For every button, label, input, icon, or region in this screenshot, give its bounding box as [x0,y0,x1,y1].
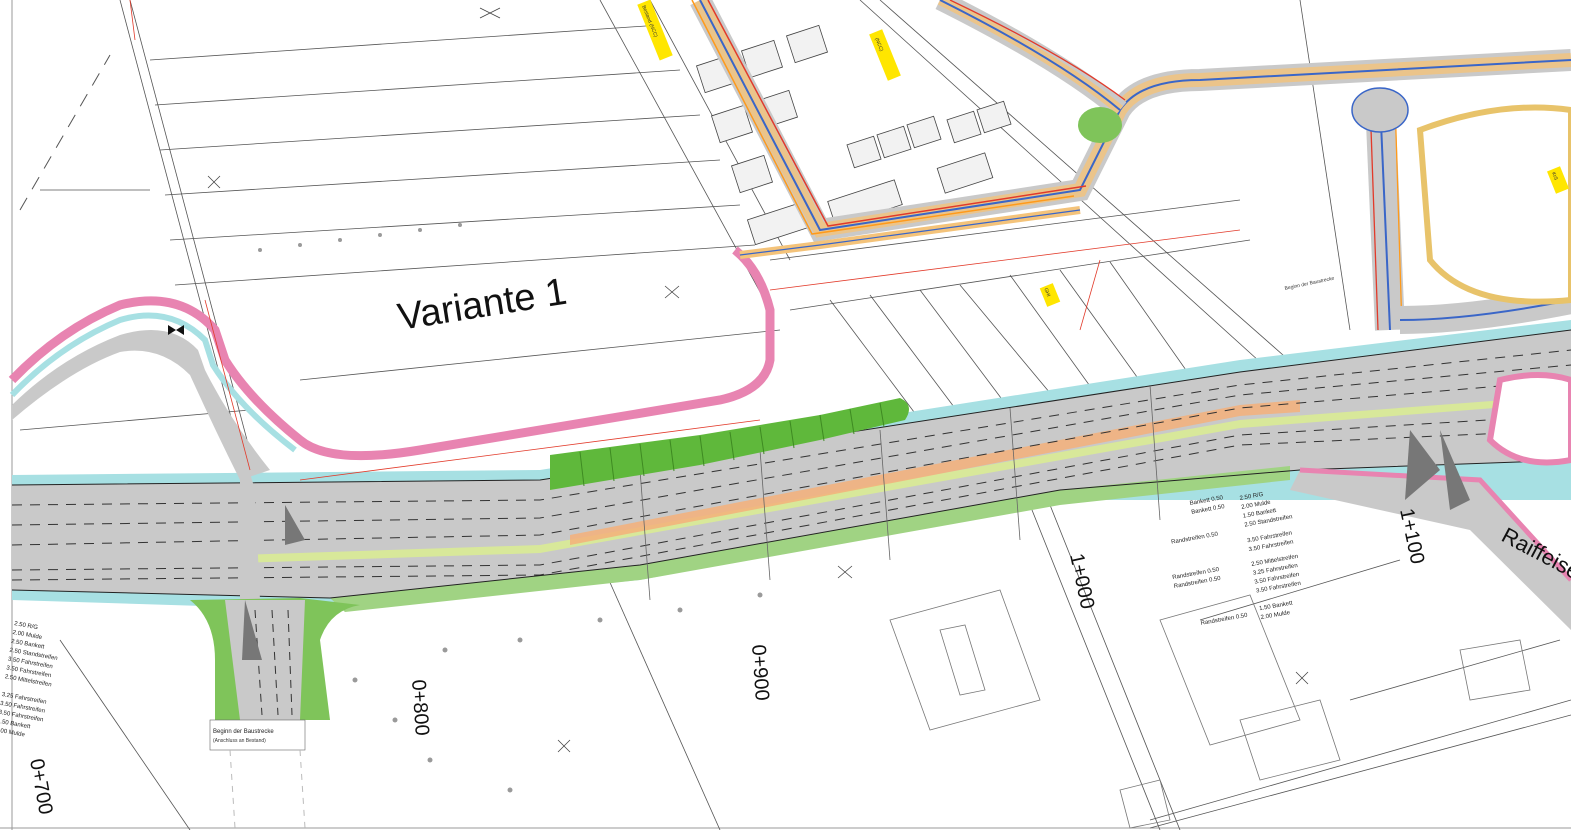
survey-cross-marks [207,7,1309,753]
road-median-orange [570,400,1300,545]
road-shoulder-south [330,466,1290,612]
lane-markings [11,349,1571,581]
tree-markers [258,223,763,793]
wedge-island-2 [1440,430,1470,510]
intersection-node [1351,87,1409,133]
cs-left-11: 1.00 Mulde [0,727,26,738]
begin-label: Beginn der Baustrecke [213,729,274,735]
cs-left-2: 2.50 Bankett [11,639,46,651]
svg-text:KrS: KrS [1550,171,1559,182]
survey-red-lines [129,0,1241,481]
cs-right-val-2: 1.50 Bankett [1242,508,1277,520]
bowtie-symbol [168,325,184,335]
yellow-tag-3: GHI [1039,283,1061,307]
cs-right-name-1: Bankett 0.50 [1191,504,1226,516]
begin-sub-label: (Anschluss an Bestand) [213,738,266,744]
building-outlines [889,589,1531,829]
house-blocks [696,24,1012,246]
loop-road-connector [240,440,260,600]
road-median-strip [240,395,1571,563]
raiffeisen-cycle-lane [1299,467,1571,582]
station-label-0900: 0+900 [747,644,773,702]
cs-right-name-0: Bankett 0.50 [1189,495,1224,507]
svg-text:GHI: GHI [1042,287,1051,297]
parcel-lines [19,0,1571,830]
junction-corner-southeast [1486,372,1571,466]
dashed-boundary-line [19,54,111,211]
cross-section-right-values: 2.50 R/G 2.00 Mulde 1.50 Bankett 2.50 St… [1239,492,1301,621]
station-label-0800: 0+800 [407,679,433,737]
junction-corner-east [1416,104,1571,305]
cs-left-1: 2.00 Mulde [12,630,43,641]
cs-right-val-10: 1.50 Bankett [1259,600,1294,612]
wedge-island-1 [1405,430,1440,500]
parking-area [550,398,909,490]
traffic-island-1 [1078,107,1122,143]
loop-road-edge [9,312,297,453]
main-road-body [12,330,1571,598]
yellow-tag-4: KrS [1547,166,1569,194]
pink-cycle-path [8,246,775,461]
station-ticks [639,384,1161,601]
cs-right-val-1: 2.00 Mulde [1241,500,1272,511]
loop-road-body [12,330,270,480]
cs-left-0: 2.50 R/G [14,621,39,631]
svg-text:(NCC): (NCC) [873,37,884,53]
wedge-island-4 [242,600,262,660]
south-parking-dashes [229,749,306,829]
south-road-lanes [254,609,293,716]
cs-right-val-0: 2.50 R/G [1239,492,1264,502]
cs-right-val-11: 2.00 Mulde [1260,610,1291,621]
wedge-island-3 [285,505,305,545]
parking-stalls [579,402,885,487]
begin-label-box [209,719,306,751]
cs-left-10: 1.50 Bankett [0,719,31,731]
raiffeisen-street [1290,470,1571,630]
road-edge-lines [11,329,1571,599]
yellow-tag-2: (NCC) [869,29,901,81]
